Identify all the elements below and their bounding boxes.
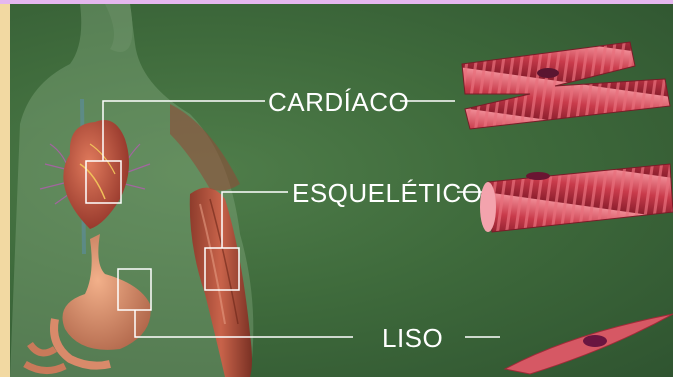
muscle-types-illustration: CARDÍACO ESQUELÉTICO LISO: [10, 4, 673, 377]
smooth-label: LISO: [382, 325, 443, 351]
cardiac-label: CARDÍACO: [268, 89, 409, 115]
cardiac-muscle-fiber: [462, 42, 670, 129]
skeletal-muscle-fiber: [480, 164, 673, 232]
smooth-muscle-cell: [505, 314, 673, 374]
left-border: [0, 4, 10, 377]
skeletal-label: ESQUELÉTICO: [292, 180, 482, 206]
